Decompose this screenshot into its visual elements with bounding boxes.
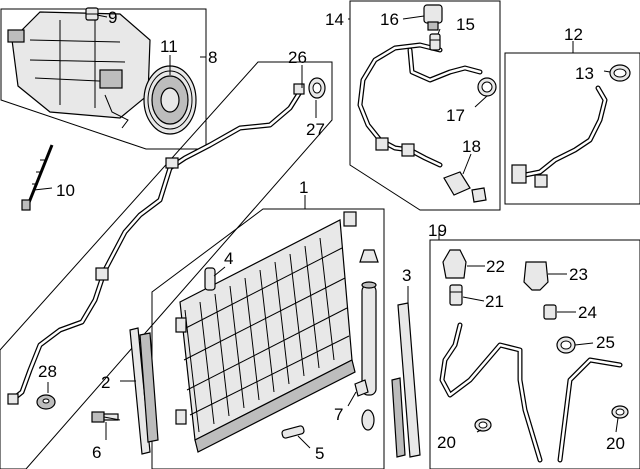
callout-14: 14 xyxy=(325,10,344,29)
callout-20b: 20 xyxy=(606,434,625,453)
insulator-seal xyxy=(36,394,56,410)
service-valve xyxy=(429,33,441,51)
discharge-o-ring xyxy=(609,64,631,82)
condenser-bolt xyxy=(91,411,121,423)
hose-assembly-box xyxy=(0,61,333,469)
pressure-relief-valve xyxy=(85,7,99,21)
callout-2: 2 xyxy=(101,373,110,392)
suction-hose xyxy=(357,42,483,168)
charge-valve xyxy=(543,304,557,320)
callout-21: 21 xyxy=(485,292,504,311)
pressure-switch-cap xyxy=(442,249,467,279)
liquid-line-o-ring-left xyxy=(474,418,492,432)
liquid-o-ring xyxy=(556,336,576,354)
compressor-group-box xyxy=(0,8,207,150)
condenser-group-box xyxy=(151,208,385,469)
callout-18: 18 xyxy=(462,137,481,156)
callout-22: 22 xyxy=(486,257,505,276)
callout-6: 6 xyxy=(92,443,101,462)
liquid-line xyxy=(439,322,623,463)
left-side-seal xyxy=(129,327,159,455)
hose-o-ring xyxy=(308,77,326,99)
pressure-sensor xyxy=(523,261,549,291)
callout-5: 5 xyxy=(315,444,324,463)
compressor-clutch xyxy=(143,65,197,135)
callout-23: 23 xyxy=(569,265,588,284)
manifold-hose xyxy=(7,83,305,405)
suction-line-group-box xyxy=(349,0,501,211)
callout-3: 3 xyxy=(402,266,411,285)
liquid-line-group-box xyxy=(429,239,640,469)
suction-o-ring xyxy=(477,77,497,97)
callout-28: 28 xyxy=(38,362,57,381)
callout-11: 11 xyxy=(160,37,178,56)
callout-10: 10 xyxy=(56,181,75,200)
right-side-seal xyxy=(391,302,421,458)
condenser-bracket xyxy=(354,379,369,397)
callout-7: 7 xyxy=(334,405,343,424)
service-valve-cap xyxy=(423,4,443,31)
callout-13: 13 xyxy=(575,64,594,83)
callout-1: 1 xyxy=(299,178,308,197)
desiccant-bag xyxy=(281,425,305,439)
seal-kit xyxy=(443,171,487,203)
callout-9: 9 xyxy=(108,8,117,27)
callout-15: 15 xyxy=(456,15,475,34)
discharge-hose xyxy=(511,85,608,188)
callout-27: 27 xyxy=(306,120,325,139)
callout-24: 24 xyxy=(578,303,597,322)
pressure-switch-valve xyxy=(449,284,463,306)
callout-4: 4 xyxy=(224,249,233,268)
receiver-drier xyxy=(204,249,379,431)
callout-19: 19 xyxy=(428,221,447,240)
compressor xyxy=(7,11,151,129)
leader-lines xyxy=(33,14,619,449)
callout-20a: 20 xyxy=(437,433,456,452)
callout-25: 25 xyxy=(596,333,615,352)
callout-8: 8 xyxy=(208,48,217,67)
callout-26: 26 xyxy=(288,48,307,67)
callout-12: 12 xyxy=(564,25,583,44)
callout-17: 17 xyxy=(446,106,465,125)
callout-16: 16 xyxy=(380,10,399,29)
callout-labels: 1 2 3 4 5 6 7 8 9 10 11 12 13 14 15 16 1… xyxy=(38,8,625,463)
mounting-stud xyxy=(21,144,54,211)
liquid-line-o-ring-right xyxy=(611,405,629,419)
condenser xyxy=(175,211,357,453)
